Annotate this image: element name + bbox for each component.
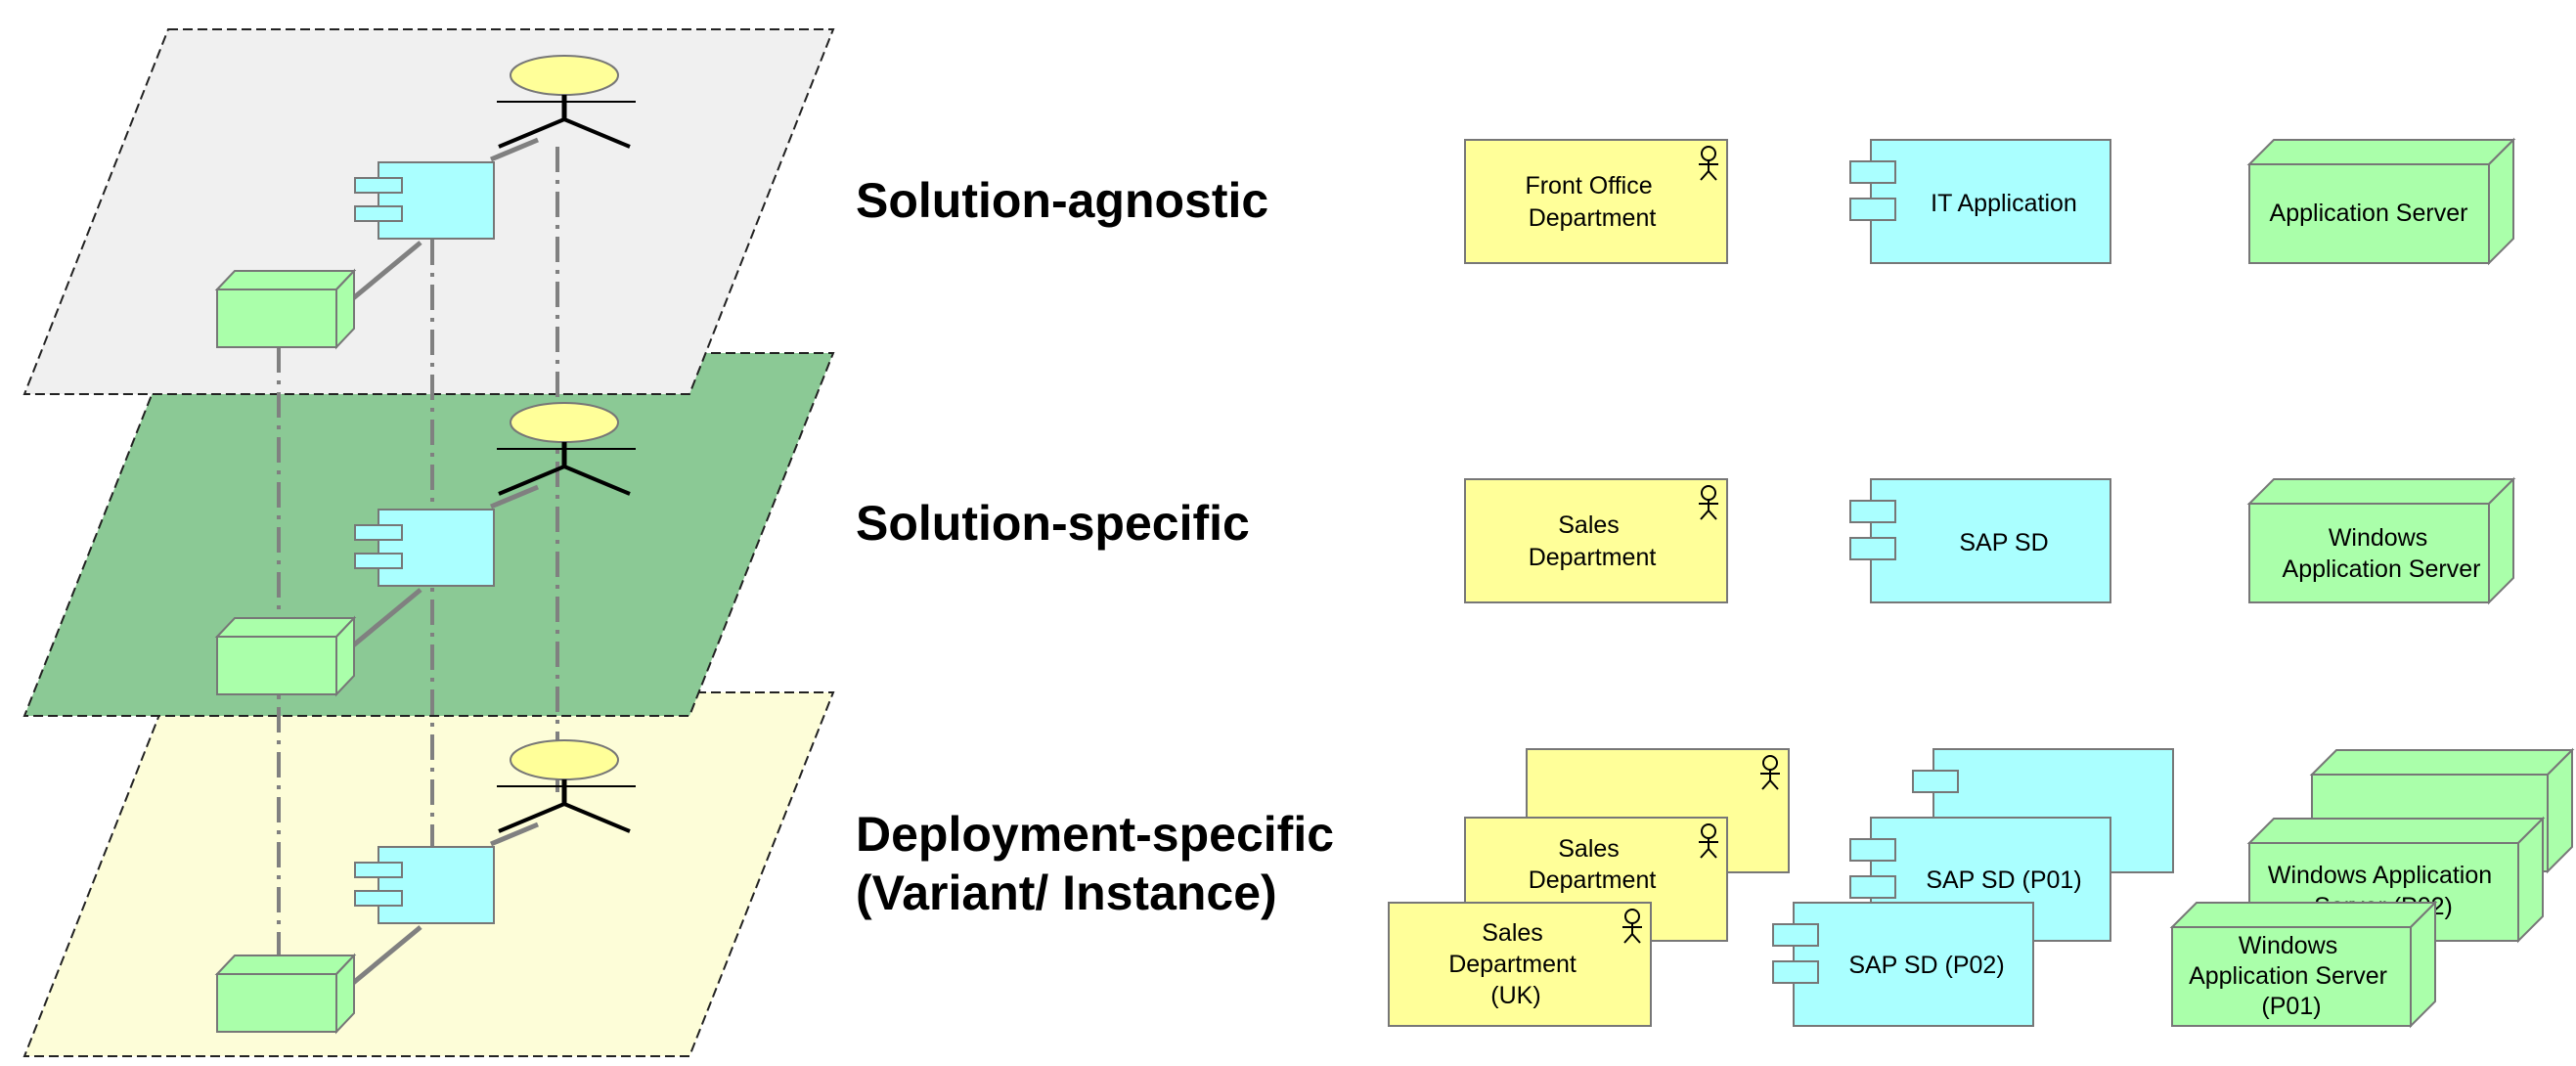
application-component-icon <box>1772 960 1819 984</box>
node-figure-icon <box>214 268 357 350</box>
application-component-icon <box>1849 875 1896 899</box>
box-label-line: Department <box>1529 866 1657 894</box>
level-label-variant-instance: (Variant/ Instance) <box>856 866 1277 920</box>
svg-text:Sales Department: Sales Department (UK) <box>1448 919 1583 1009</box>
box-label-line: Sales <box>1558 511 1620 539</box>
actor-stack: Sales Department Sales Department (UK) <box>1388 748 1790 1027</box>
box-label-line: Department <box>1448 951 1577 978</box>
node-figure-icon <box>214 615 357 697</box>
actor-box-sales-department: Sales Department <box>1464 478 1728 603</box>
svg-text:Application Server: Application Server <box>2270 200 2468 227</box>
application-box-sap-sd: SAP SD <box>1849 478 2111 603</box>
node-box-windows-application-server: Windows Application Server <box>2246 476 2516 605</box>
actor-box-front-office-department: Front Office Department <box>1464 139 1728 264</box>
level-label-solution-specific: Solution-specific <box>856 496 1250 551</box>
actor-icon <box>1622 909 1642 944</box>
actor-icon <box>1760 755 1780 790</box>
box-label-line: (P01) <box>2261 993 2321 1020</box>
level-labels: Solution-agnostic Solution-specific Depl… <box>856 173 1334 920</box>
application-component-icon <box>1849 198 1896 221</box>
box-label-line: Sales <box>1558 835 1620 863</box>
box-label-line: SAP SD <box>1959 529 2048 556</box>
box-label-line: Application Server <box>2189 962 2387 990</box>
node-figure-icon <box>214 953 357 1035</box>
svg-text:SAP SD (P02): SAP SD (P02) <box>1848 952 2004 979</box>
agnostic-plane-model <box>214 55 636 350</box>
svg-text:Windows Application Se: Windows Application Server <box>2283 524 2481 583</box>
svg-text:SAP SD (P01): SAP SD (P01) <box>1926 866 2081 894</box>
box-label-line: Application Server <box>2270 200 2468 227</box>
svg-text:Windows Application: Windows Application Server (P01) <box>2189 932 2394 1020</box>
actor-icon <box>1699 485 1718 520</box>
actor-figure-icon <box>497 402 636 496</box>
box-label-line: Windows <box>2329 524 2427 552</box>
application-box-it-application: IT Application <box>1849 139 2111 264</box>
application-component-figure-icon <box>354 846 495 924</box>
node-box-application-server: Application Server <box>2246 137 2516 266</box>
actor-box-sales-department-uk: Sales Department (UK) <box>1388 902 1652 1027</box>
application-box-sap-sd-p02: SAP SD (P02) <box>1772 902 2034 1027</box>
application-component-figure-icon <box>354 509 495 587</box>
box-label-line: Windows <box>2239 932 2337 959</box>
application-component-figure-icon <box>354 161 495 240</box>
application-component-icon <box>1849 838 1896 862</box>
node-icon <box>2171 926 2412 1027</box>
node-box-windows-application-server-p02: Windows Application Server (P02) <box>2246 816 2546 944</box>
box-label-line: Department <box>1529 204 1657 232</box>
node-stack: Windows Application Server (P02) Windows… <box>2169 747 2575 1029</box>
application-component-icon <box>1772 923 1819 947</box>
box-label-line: Application Server <box>2283 555 2481 583</box>
svg-text:SAP SD: SAP SD <box>1959 529 2048 556</box>
application-component-icon <box>1912 770 1959 793</box>
node-icon <box>2248 163 2490 264</box>
box-label-line: Sales <box>1482 919 1543 947</box>
application-component-icon <box>1849 160 1896 184</box>
box-label-line: (UK) <box>1490 982 1540 1009</box>
actor-figure-icon <box>497 739 636 833</box>
actor-figure-icon <box>497 55 636 149</box>
application-stack: SAP SD (P01) SAP SD (P02) <box>1772 748 2174 1027</box>
level-label-deployment-specific: Deployment-specific <box>856 807 1334 862</box>
svg-text:Sales Department: Sales Department <box>1529 511 1657 571</box>
application-component-icon <box>1849 500 1896 523</box>
actor-icon <box>1699 146 1718 181</box>
box-label-line: SAP SD (P01) <box>1926 866 2081 894</box>
layered-planes <box>22 28 835 1057</box>
element-examples: Front Office Department IT Application A… <box>1388 137 2575 1029</box>
level-label-solution-agnostic: Solution-agnostic <box>856 173 1268 228</box>
deployment-plane-model <box>214 739 636 1035</box>
svg-text:IT Application: IT Application <box>1931 190 2077 217</box>
box-label-line: Windows Application <box>2268 862 2492 889</box>
box-label-line: IT Application <box>1931 190 2077 217</box>
box-label-line: Department <box>1529 544 1657 571</box>
node-icon <box>2248 503 2490 603</box>
node-box-windows-application-server-p01: Windows Application Server (P01) <box>2169 900 2438 1029</box>
application-component-icon <box>1849 537 1896 560</box>
box-label-line: SAP SD (P02) <box>1848 952 2004 979</box>
box-label-line: Front Office <box>1525 172 1652 200</box>
specific-plane-model <box>214 402 636 697</box>
svg-text:Sales Department: Sales Department <box>1529 835 1657 894</box>
svg-text:Front Office Departmen: Front Office Department <box>1525 172 1659 232</box>
actor-icon <box>1699 823 1718 859</box>
